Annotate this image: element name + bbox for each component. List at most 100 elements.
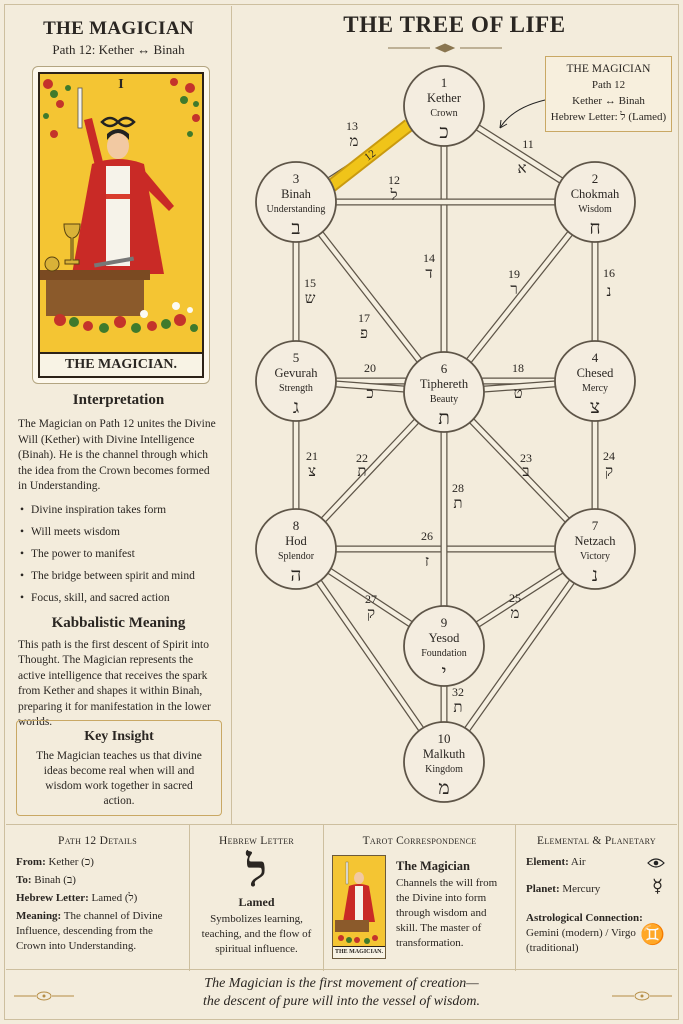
path-number: 24 bbox=[603, 449, 615, 463]
highlight-path-12 bbox=[327, 121, 413, 190]
sephira-number: 4 bbox=[592, 350, 599, 365]
sephira-hebrew-letter: ג bbox=[293, 396, 299, 418]
list-item: Focus, skill, and sacred action bbox=[20, 587, 219, 609]
sephira-meaning: Wisdom bbox=[578, 204, 612, 215]
sephira-name: Gevurah bbox=[274, 366, 318, 380]
tree-of-life-diagram: 11א12ל1213מ14ד15ש16נ17פ18ט19ר20כ21צ22ת23… bbox=[255, 43, 636, 803]
mini-tarot-label: THE MAGICIAN. bbox=[333, 946, 385, 958]
card-title: THE MAGICIAN bbox=[43, 18, 194, 39]
path-hebrew-letter: ז bbox=[425, 552, 429, 570]
sephira-number: 10 bbox=[438, 731, 451, 746]
sephira-name: Hod bbox=[285, 534, 307, 548]
sephira-number: 3 bbox=[293, 171, 300, 186]
ornament-right-icon bbox=[612, 991, 672, 1001]
bottom-panel: Path 12 Details From: Kether (כ) To: Bin… bbox=[6, 824, 677, 971]
tarot-card-name: THE MAGICIAN. bbox=[40, 352, 202, 376]
card-subtitle: Path 12: Kether ↔ Binah bbox=[52, 42, 185, 57]
sephira-number: 6 bbox=[441, 361, 448, 376]
planet-value: Mercury bbox=[562, 883, 601, 895]
elemental-heading: Elemental & Planetary bbox=[537, 835, 656, 847]
planet-label: Planet: bbox=[526, 883, 560, 895]
sephira-name: Tiphereth bbox=[420, 377, 469, 391]
path-number: 22 bbox=[356, 451, 368, 465]
path-hebrew-letter: כ bbox=[366, 384, 373, 402]
gemini-icon: ♊ bbox=[640, 924, 665, 946]
astro-label: Astrological Connection: bbox=[526, 912, 643, 924]
sephira-circle bbox=[403, 65, 485, 147]
path-hebrew-letter: מ bbox=[511, 604, 520, 622]
letter-label: Hebrew Letter: bbox=[16, 892, 89, 904]
lamed-text: Symbolizes learning, teaching, and the f… bbox=[201, 913, 312, 955]
path-number: 16 bbox=[603, 266, 615, 280]
sephira-meaning: Kingdom bbox=[425, 764, 463, 775]
interpretation-text: The Magician on Path 12 unites the Divin… bbox=[18, 418, 216, 492]
tarot-correspondence-name: The Magician bbox=[396, 859, 470, 873]
sephira-circle bbox=[554, 340, 636, 422]
sephira-meaning: Foundation bbox=[421, 648, 467, 659]
tree-title: THE TREE OF LIFE bbox=[343, 12, 566, 37]
path-number: 26 bbox=[421, 529, 433, 543]
sephira-hebrew-letter: כ bbox=[439, 121, 448, 143]
path-hebrew-letter: ב bbox=[522, 462, 529, 480]
elemental-column: Elemental & Planetary Element: Air Plane… bbox=[516, 825, 677, 971]
sephira-hebrew-letter: מ bbox=[438, 777, 449, 799]
key-insight-box: Key Insight The Magician teaches us that… bbox=[16, 720, 222, 816]
path-hebrew-letter: מ bbox=[350, 132, 359, 150]
path-number: 32 bbox=[452, 685, 464, 699]
sephira-meaning: Crown bbox=[430, 108, 457, 119]
kabbalistic-heading: Kabbalistic Meaning bbox=[51, 614, 186, 631]
path-details-heading: Path 12 Details bbox=[58, 835, 137, 847]
ornament-left-icon bbox=[14, 991, 74, 1001]
title-ornament bbox=[388, 43, 502, 53]
sephira-number: 5 bbox=[293, 350, 300, 365]
tarot-correspondence-text: Channels the will from the Divine into f… bbox=[396, 877, 498, 949]
sephira-hebrew-letter: ב bbox=[291, 217, 300, 239]
note-path: Path 12 bbox=[591, 79, 626, 91]
sephira-number: 8 bbox=[293, 518, 300, 533]
closing-quote: The Magician is the first movement of cr… bbox=[0, 975, 683, 1011]
list-item: Divine inspiration takes form bbox=[20, 499, 219, 521]
sephira-hebrew-letter: צ bbox=[590, 396, 600, 418]
sephira-number: 2 bbox=[592, 171, 599, 186]
tarot-correspondence-heading: Tarot Correspondence bbox=[362, 835, 477, 847]
sephira-meaning: Strength bbox=[279, 383, 313, 394]
sephira-number: 7 bbox=[592, 518, 599, 533]
left-panel: THE MAGICIAN Path 12: Kether ↔ Binah bbox=[6, 6, 232, 824]
path-hebrew-letter: א bbox=[517, 159, 526, 177]
sephira-circle bbox=[255, 508, 337, 590]
path-hebrew-letter: ר bbox=[510, 280, 517, 298]
sephira-circle bbox=[403, 351, 485, 433]
to-label: To: bbox=[16, 874, 32, 886]
path-hebrew-letter: ת bbox=[357, 462, 366, 480]
tarot-card-number: I bbox=[118, 77, 124, 92]
astro-value-row: Gemini (modern) / Virgo (traditional) ♊ bbox=[516, 924, 677, 956]
sephira-name: Chokmah bbox=[571, 187, 620, 201]
path-number: 28 bbox=[452, 481, 464, 495]
interpretation-heading: Interpretation bbox=[72, 392, 165, 408]
path-hebrew-letter: ל bbox=[389, 186, 397, 204]
path-number: 23 bbox=[520, 451, 532, 465]
sephira-hebrew-letter: י bbox=[442, 661, 447, 683]
note-letter: Hebrew Letter: ל (Lamed) bbox=[550, 111, 667, 123]
tarot-correspondence-column: Tarot Correspondence THE MAGICIAN. The M… bbox=[324, 825, 516, 971]
note-link: Kether ↔ Binah bbox=[572, 95, 645, 107]
sephira-circle bbox=[554, 508, 636, 590]
sephira-name: Netzach bbox=[575, 534, 617, 548]
path-line-inner bbox=[294, 547, 446, 764]
path-number: 13 bbox=[346, 119, 358, 133]
path-hebrew-letter: פ bbox=[360, 324, 368, 342]
element-value: Air bbox=[570, 856, 586, 868]
quote-line-2: the descent of pure will into the vessel… bbox=[202, 994, 481, 1009]
from-label: From: bbox=[16, 856, 46, 868]
path-number: 21 bbox=[306, 449, 318, 463]
sephira-hebrew-letter: ת bbox=[438, 407, 450, 429]
lamed-name: Lamed bbox=[238, 895, 275, 909]
path-number: 14 bbox=[423, 251, 435, 265]
path-number: 27 bbox=[365, 592, 377, 606]
hebrew-letter-column: Hebrew Letter ל Lamed Symbolizes learnin… bbox=[190, 825, 324, 971]
path-hebrew-letter: ק bbox=[605, 462, 613, 480]
sephira-name: Malkuth bbox=[423, 747, 466, 761]
